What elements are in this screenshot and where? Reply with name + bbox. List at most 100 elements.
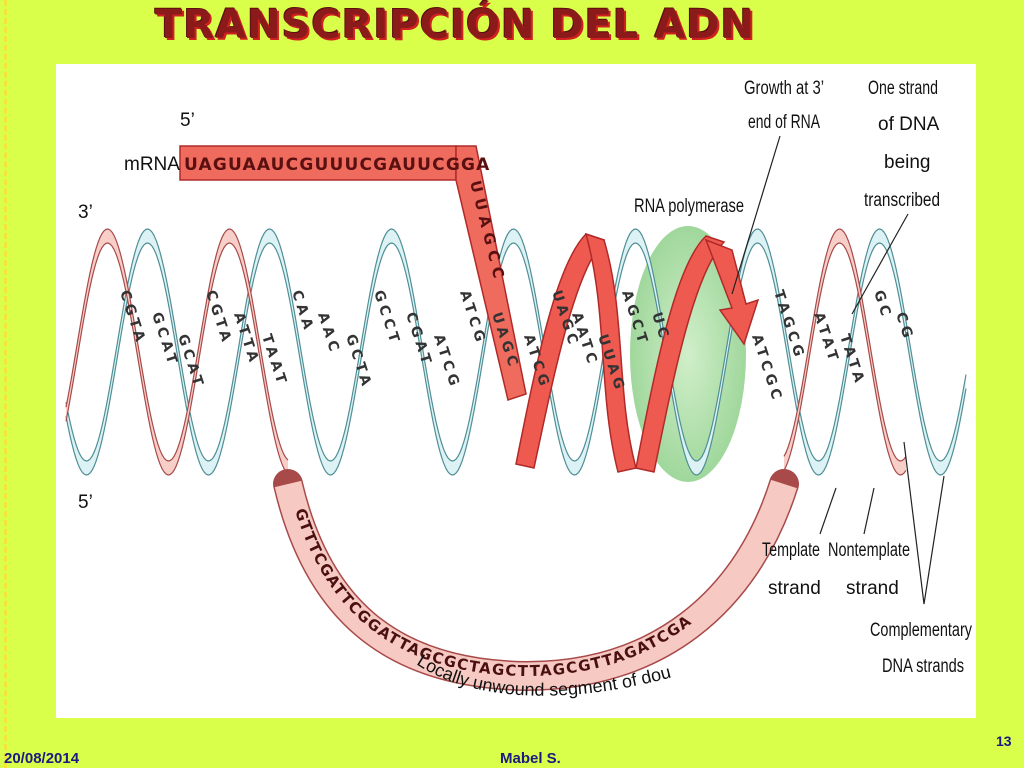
- helix-segment: [816, 293, 818, 319]
- helix-segment: [70, 374, 72, 400]
- helix-segment: [924, 421, 926, 445]
- mrna-sequence: UAGUAAUCGUUUCGAUUCGGA: [184, 155, 491, 175]
- helix-segment: [956, 416, 958, 440]
- helix-segment: [68, 385, 70, 411]
- helix-segment: [108, 385, 110, 411]
- label-complementary-2: DNA strands: [882, 656, 964, 677]
- helix-segment: [152, 232, 154, 250]
- helix-segment: [762, 232, 764, 250]
- helix-segment: [696, 460, 698, 475]
- helix-edge: [65, 242, 289, 476]
- helix-segment: [316, 430, 318, 452]
- base-pair-label: GCTA: [342, 332, 375, 391]
- helix-segment: [408, 268, 410, 292]
- helix-segment: [758, 229, 760, 244]
- helix-segment: [844, 232, 846, 250]
- helix-segment: [80, 454, 82, 472]
- pointer-lines: [731, 135, 945, 605]
- helix-segment: [368, 293, 370, 319]
- helix-segment: [720, 374, 722, 400]
- helix-segment: [878, 229, 880, 244]
- helix-segment: [124, 268, 126, 292]
- helix-segment: [864, 255, 866, 279]
- helix-segment: [802, 374, 804, 400]
- loop-sequence: GTTTCGATTCGGATTAGCGCTAGCTTAGCGTTAGATCGA: [291, 506, 695, 680]
- helix-segment: [826, 248, 828, 270]
- helix-segment: [392, 229, 394, 244]
- helix-segment: [232, 374, 234, 400]
- helix-segment: [454, 459, 456, 475]
- pointer-nontemplate: [863, 487, 875, 535]
- helix-segment: [812, 454, 814, 472]
- helix-segment: [430, 391, 432, 417]
- helix-segment: [168, 460, 170, 475]
- helix-segment: [754, 229, 756, 245]
- helix-segment: [894, 259, 896, 283]
- helix-segment: [940, 460, 942, 475]
- label-one-strand-2: of DNA: [878, 114, 940, 135]
- helix-segment: [82, 457, 84, 475]
- helix-segment: [742, 255, 744, 279]
- helix-segment: [656, 287, 658, 313]
- helix-segment: [818, 460, 820, 475]
- label-complementary-1: Complementary: [870, 620, 972, 641]
- helix-segment: [700, 456, 702, 474]
- helix-segment: [72, 430, 74, 452]
- pointer-one-strand: [851, 213, 909, 315]
- helix-segment: [744, 248, 746, 270]
- helix-segment: [436, 421, 438, 445]
- helix-segment: [174, 452, 176, 471]
- helix-segment: [572, 460, 574, 475]
- helix-segment: [92, 255, 94, 279]
- helix-segment: [86, 282, 88, 308]
- helix-segment: [110, 229, 112, 247]
- helix-segment: [120, 252, 122, 274]
- helix-segment: [862, 264, 864, 288]
- helix-segment: [246, 293, 248, 319]
- helix-segment: [836, 229, 838, 245]
- helix-segment: [682, 430, 684, 452]
- base-pair-label: CG: [892, 310, 916, 343]
- helix-segment: [166, 460, 168, 475]
- helix-segment: [270, 229, 272, 244]
- helix-segment: [586, 434, 588, 456]
- helix-segment: [634, 229, 636, 244]
- helix-segment: [568, 454, 570, 472]
- helix-segment: [556, 412, 558, 436]
- helix-segment: [886, 430, 888, 452]
- helix-segment: [250, 287, 252, 313]
- helix-segment: [530, 268, 532, 292]
- helix-segment: [842, 229, 844, 247]
- helix-segment: [244, 259, 246, 283]
- helix-segment: [752, 230, 754, 248]
- helix-segment: [580, 452, 582, 471]
- helix-segment: [204, 457, 206, 475]
- helix-segment: [216, 248, 218, 270]
- helix-segment: [526, 252, 528, 274]
- helix-segment: [896, 457, 898, 475]
- helix-segment: [560, 430, 562, 452]
- helix-segment: [268, 229, 270, 244]
- helix-segment: [854, 304, 856, 330]
- helix-segment: [164, 457, 166, 475]
- helix-segment: [798, 396, 800, 422]
- helix-segment: [334, 456, 336, 474]
- helix-segment: [506, 233, 508, 252]
- helix-segment: [272, 229, 274, 247]
- helix-segment: [598, 374, 600, 400]
- helix-edge: [65, 228, 289, 462]
- helix-segment: [106, 229, 108, 244]
- helix-segment: [110, 374, 112, 400]
- helix-segment: [150, 229, 152, 247]
- helix-segment: [434, 412, 436, 436]
- helix-segment: [674, 391, 676, 417]
- helix-segment: [680, 421, 682, 445]
- helix-segment: [866, 248, 868, 270]
- helix-segment: [710, 425, 712, 449]
- helix-segment: [574, 460, 576, 475]
- helix-segment: [708, 434, 710, 456]
- helix-segment: [554, 402, 556, 427]
- helix-segment: [192, 421, 194, 445]
- helix-segment: [516, 229, 518, 247]
- helix-segment: [274, 421, 276, 445]
